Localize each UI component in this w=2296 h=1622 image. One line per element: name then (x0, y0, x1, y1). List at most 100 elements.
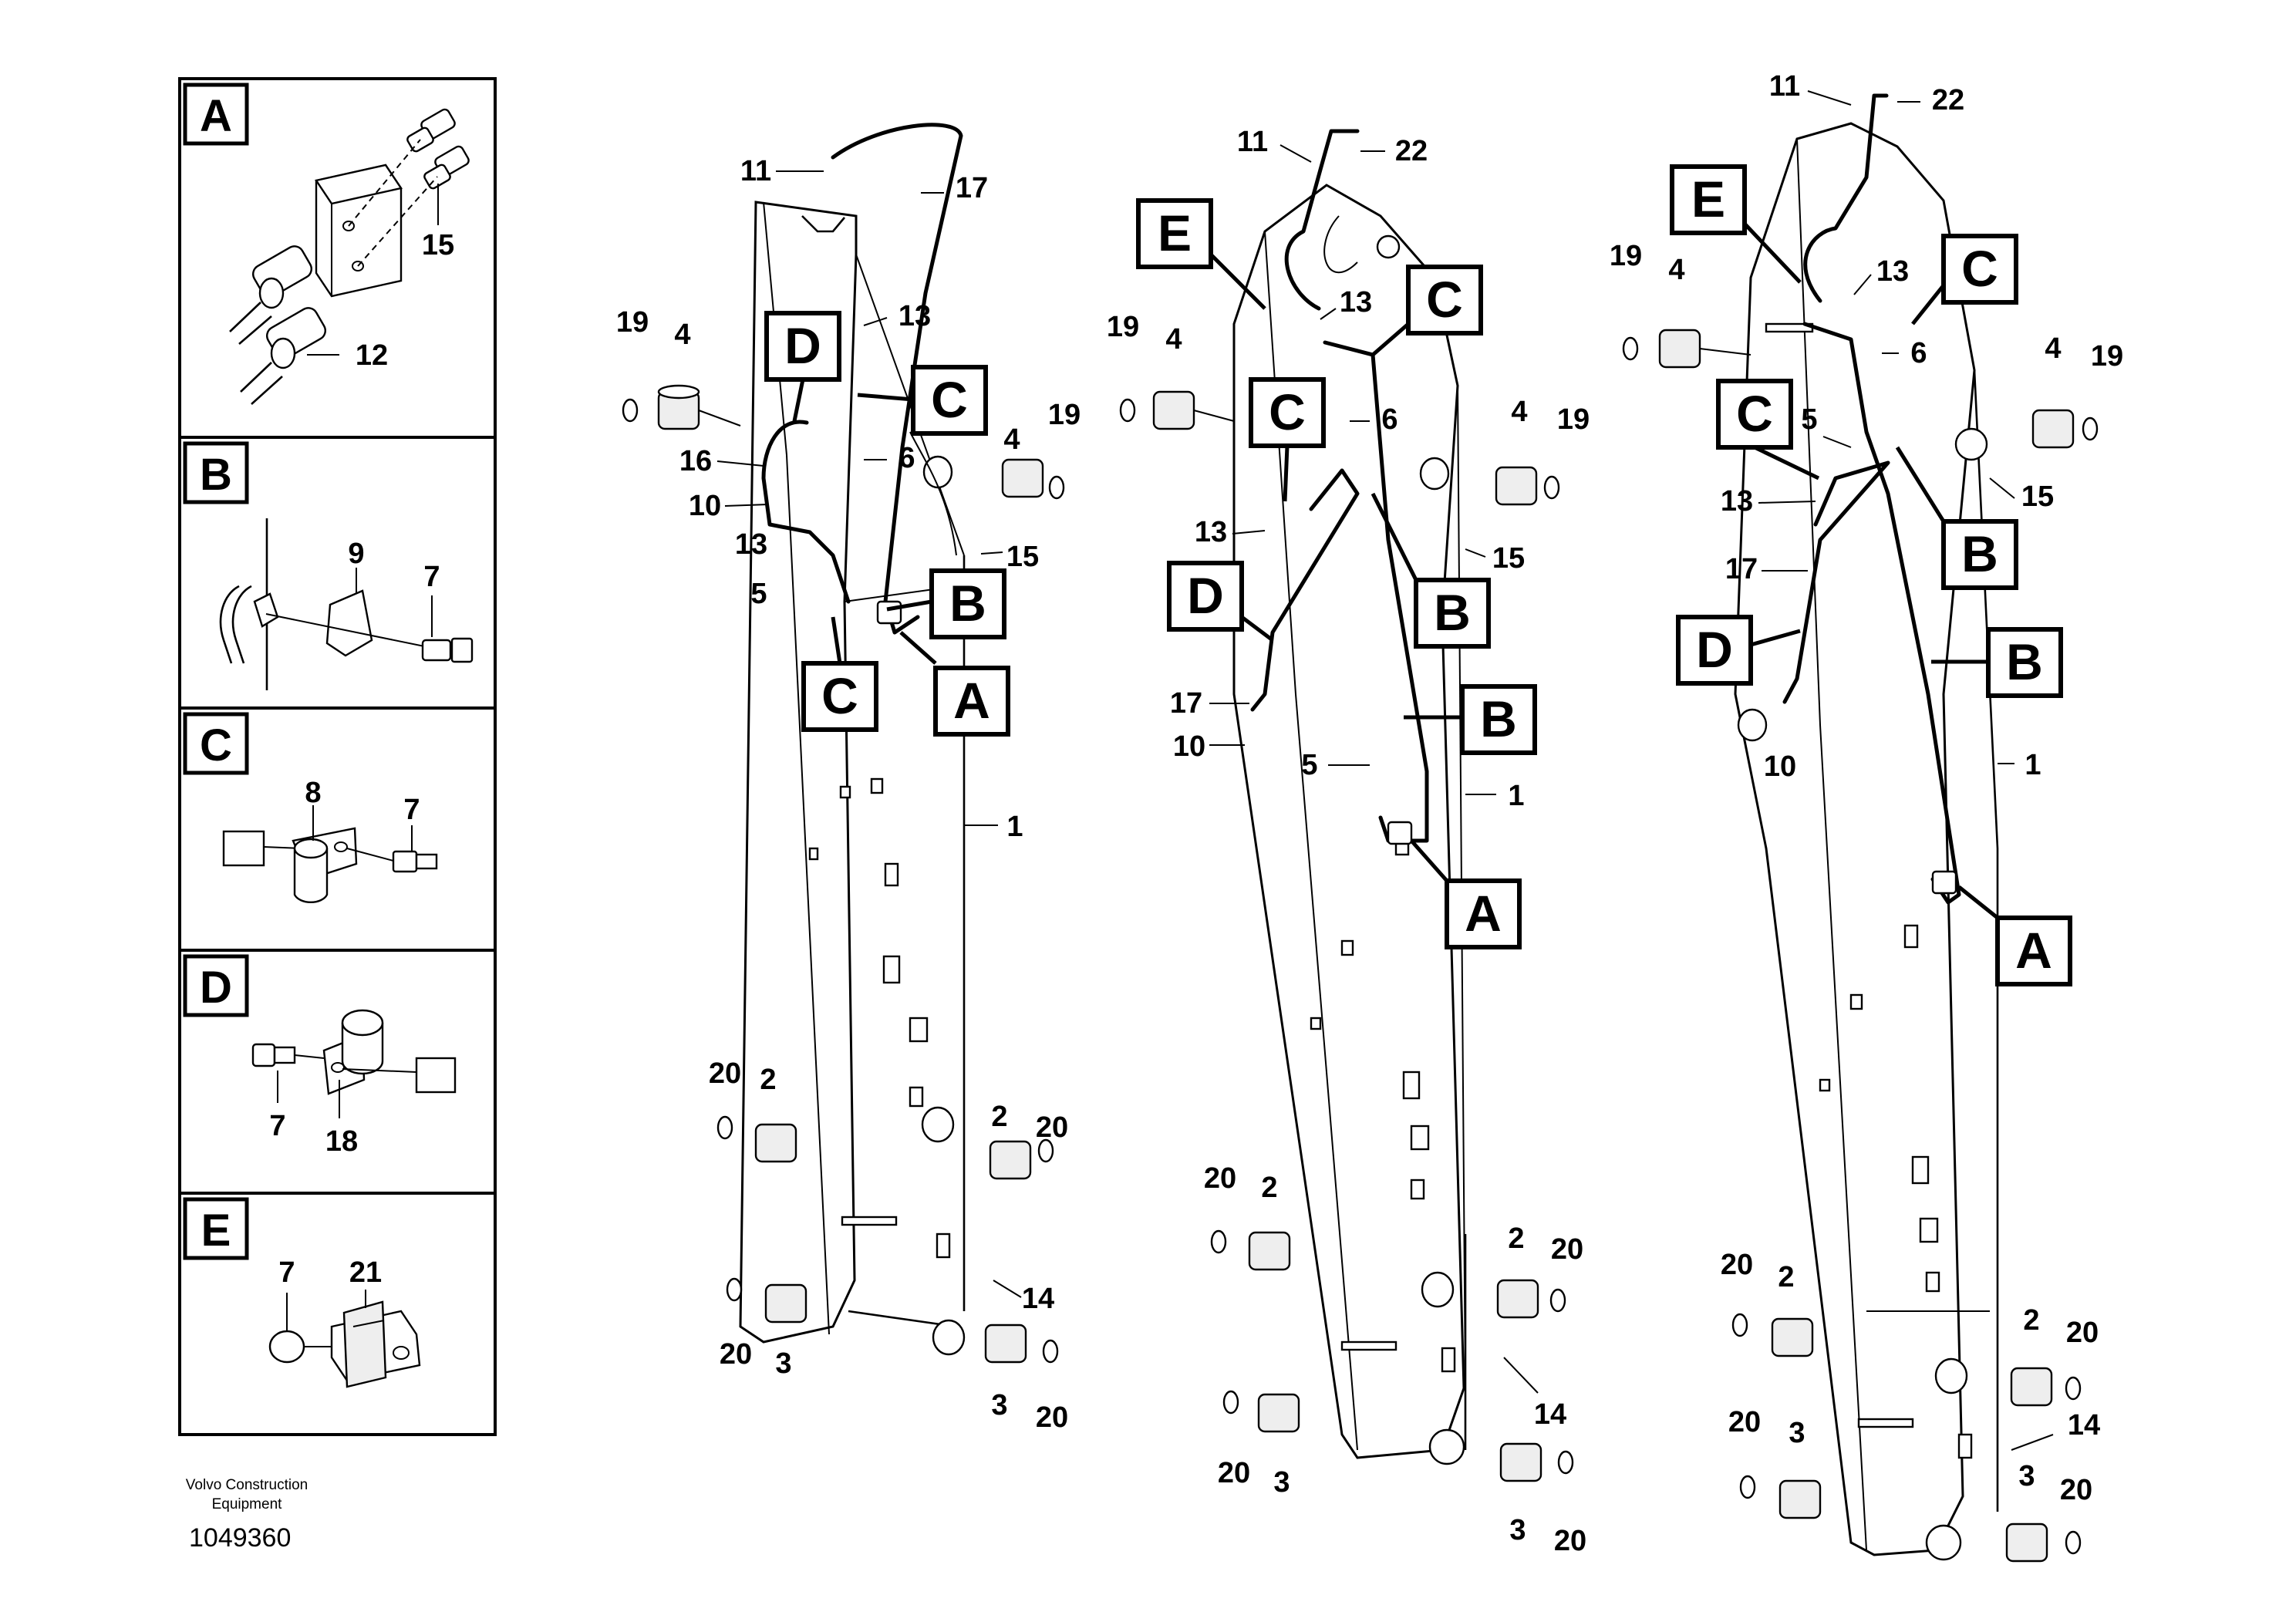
part-number: 14 (1022, 1283, 1054, 1315)
svg-text:B: B (1480, 690, 1517, 747)
part-number: 6 (899, 442, 915, 474)
part-number: 5 (1801, 403, 1817, 436)
part-number: 20 (1728, 1406, 1761, 1438)
part-number: 13 (1721, 485, 1753, 518)
svg-text:C: C (821, 667, 858, 724)
detail-letter: D (200, 963, 232, 1013)
part-number: 13 (735, 528, 767, 561)
detail-letter: C (200, 720, 232, 771)
part-number: 6 (1381, 403, 1397, 436)
company-line-2: Equipment (211, 1496, 282, 1512)
part-number: 3 (1509, 1514, 1526, 1546)
svg-text:C: C (931, 371, 968, 428)
callout-c-lower: C (1249, 377, 1326, 502)
part-number: 14 (2068, 1409, 2100, 1442)
part-number: 2 (1508, 1222, 1524, 1255)
part-number: 11 (1769, 70, 1800, 103)
middle-arm-drawing: 11 22 13 19 4 6 4 19 13 15 17 10 5 1 20 … (1107, 126, 1590, 1557)
callout-b-upper: B (1895, 446, 2018, 590)
part-number: 1 (1006, 811, 1023, 843)
part-number: 4 (2045, 332, 2061, 365)
part-number: 22 (1932, 84, 1964, 116)
svg-text:D: D (784, 317, 821, 374)
svg-text:C: C (1426, 271, 1463, 328)
part-number: 20 (1036, 1401, 1068, 1434)
part-number: 8 (305, 777, 321, 809)
part-number: 2 (760, 1064, 776, 1096)
svg-text:C: C (1961, 240, 1998, 297)
callout-e: E (1136, 198, 1266, 310)
detail-panel-d: D 7 18 (183, 954, 457, 1158)
company-name: Volvo Construction Equipment (154, 1475, 339, 1514)
part-number: 20 (1551, 1233, 1583, 1266)
part-number: 2 (1778, 1261, 1794, 1293)
part-number: 16 (679, 445, 712, 477)
part-number: 4 (1668, 254, 1684, 286)
part-number: 3 (2018, 1460, 2035, 1492)
part-number: 2 (991, 1101, 1007, 1133)
detail-letter: A (200, 91, 232, 141)
detail-panel-c: C 8 7 (183, 712, 438, 903)
detail-letter: E (201, 1206, 231, 1256)
part-number: 4 (1003, 423, 1020, 456)
callout-b-upper: B (1371, 492, 1491, 649)
callout-c-upper: C (1911, 234, 2018, 325)
callout-a: A (1410, 839, 1522, 949)
part-number: 6 (1910, 337, 1927, 369)
part-number: 22 (1395, 135, 1428, 167)
part-number: 3 (775, 1347, 791, 1380)
detail-panel-b: B 9 7 (183, 441, 474, 690)
company-line-1: Volvo Construction (185, 1477, 308, 1493)
svg-text:A: A (953, 672, 990, 729)
part-number: 9 (348, 538, 364, 570)
part-number: 7 (269, 1110, 285, 1142)
svg-text:E: E (1158, 204, 1192, 261)
part-number: 3 (1273, 1466, 1290, 1499)
part-number: 7 (403, 794, 420, 826)
part-number: 15 (422, 229, 454, 261)
callout-b-lower: B (1931, 627, 2063, 698)
part-number: 15 (1006, 541, 1039, 573)
detail-panel-e: E 7 21 (183, 1197, 421, 1388)
callout-d: D (1167, 561, 1274, 642)
svg-text:D: D (1187, 567, 1224, 624)
right-arm-drawing: 11 22 13 19 4 6 4 19 5 13 15 17 10 1 20 … (1610, 70, 2123, 1563)
part-number: 7 (278, 1256, 295, 1289)
part-number: 5 (1301, 749, 1317, 781)
svg-text:B: B (2006, 633, 2043, 690)
callout-c-lower: C (1716, 379, 1820, 481)
part-number: 19 (1048, 399, 1081, 431)
svg-text:A: A (2015, 922, 2052, 979)
callout-d: D (764, 311, 841, 422)
part-number: 18 (325, 1125, 358, 1158)
part-number: 15 (1492, 542, 1525, 575)
part-number: 3 (991, 1389, 1007, 1421)
callout-c-upper: C (857, 365, 988, 436)
part-number: 14 (1534, 1398, 1566, 1431)
svg-text:B: B (1434, 584, 1471, 641)
part-number: 13 (899, 300, 931, 332)
callout-d: D (1676, 615, 1801, 686)
part-number: 4 (1511, 396, 1527, 428)
part-number: 21 (349, 1256, 382, 1289)
detail-panel-a: A 15 (183, 83, 470, 405)
part-number: 13 (1340, 286, 1372, 319)
part-number: 17 (1725, 553, 1758, 585)
part-number: 20 (1721, 1249, 1753, 1281)
part-number: 19 (1107, 311, 1139, 343)
part-number: 4 (674, 319, 690, 351)
part-number: 19 (2091, 340, 2123, 373)
part-number: 3 (1789, 1417, 1805, 1449)
part-number: 20 (2060, 1474, 2092, 1506)
part-number: 7 (423, 561, 440, 593)
part-number: 10 (1173, 730, 1205, 763)
part-number: 20 (1218, 1457, 1250, 1489)
detail-letter: B (200, 450, 232, 500)
callout-c-upper: C (1371, 265, 1483, 356)
part-number: 20 (1036, 1111, 1068, 1144)
part-number: 2 (1261, 1172, 1277, 1204)
part-number: 1 (1508, 780, 1524, 812)
svg-text:D: D (1696, 621, 1733, 678)
part-number: 20 (1204, 1162, 1236, 1195)
